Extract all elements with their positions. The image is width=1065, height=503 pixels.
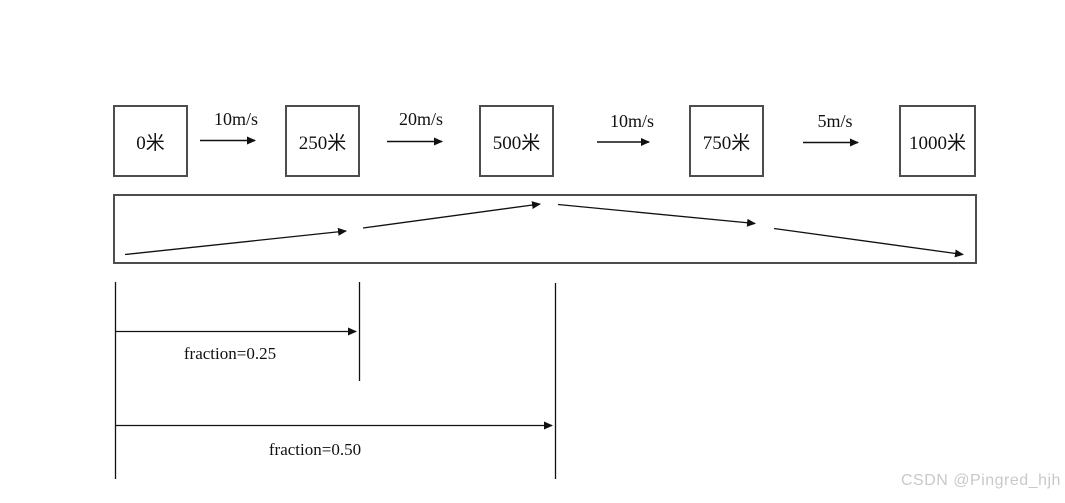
velocity-profile-arrow-2 [362, 201, 541, 229]
velocity-profile-arrow-3 [557, 203, 756, 227]
csdn-watermark: CSDN @Pingred_hjh [901, 472, 1061, 489]
position-box-1000m: 1000米 [899, 105, 976, 177]
speed-label-5ms: 5m/s [817, 111, 853, 131]
velocity-profile-arrow-4 [773, 227, 964, 258]
position-box-500m: 500米 [479, 105, 554, 177]
position-box-250m: 250米 [285, 105, 360, 177]
fraction-label-050: fraction=0.50 [268, 440, 362, 459]
velocity-profile-arrow-1 [124, 227, 347, 256]
position-box-0m: 0米 [113, 105, 188, 177]
speed-label-10ms-2: 10m/s [609, 111, 655, 131]
position-box-750m: 750米 [689, 105, 764, 177]
speed-label-10ms-1: 10m/s [213, 109, 259, 129]
velocity-track-rectangle [113, 194, 977, 264]
fraction-label-025: fraction=0.25 [183, 344, 277, 363]
speed-label-20ms: 20m/s [398, 109, 444, 129]
